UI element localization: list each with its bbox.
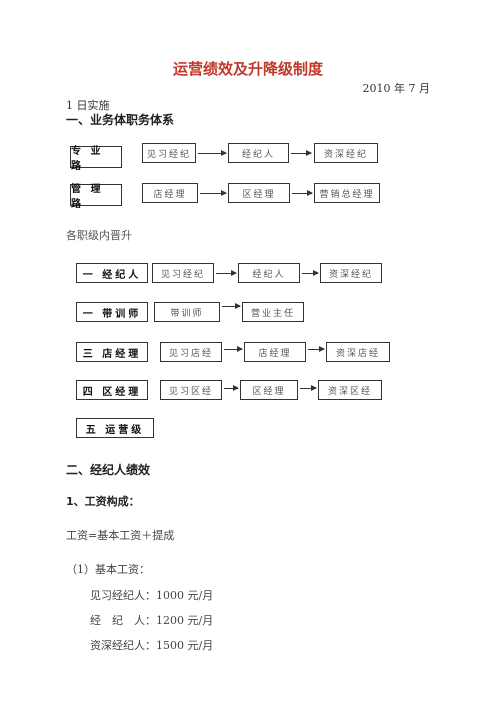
level-area-manager-label: 四 区经理	[76, 380, 148, 400]
node-trainer: 带训师	[154, 302, 220, 322]
salary-agent: 经 纪 人：1200 元/月	[90, 614, 214, 627]
salary-senior: 资深经纪人：1500 元/月	[90, 639, 214, 652]
node-senior-agent: 资深经纪	[320, 263, 382, 283]
salary-formula: 工资=基本工资＋提成	[66, 529, 175, 542]
node-trainee-store-manager: 见习店经	[160, 342, 222, 362]
arrow-right-icon	[222, 303, 241, 309]
level-trainer-label: 一 带训师	[76, 302, 148, 322]
node-business-supervisor: 营业主任	[242, 302, 304, 322]
node-agent: 经纪人	[228, 143, 289, 163]
arrow-right-icon	[200, 190, 227, 196]
section1-heading: 一、业务体职务体系	[66, 113, 175, 127]
date-line: 2010 年 7 月	[362, 82, 430, 95]
node-area-manager: 区经理	[228, 183, 290, 203]
section2-heading: 二、经纪人绩效	[66, 463, 151, 477]
implement-line: 1 日实施	[66, 99, 110, 112]
arrow-right-icon	[308, 346, 325, 352]
node-senior-agent: 资深经纪	[314, 143, 378, 163]
level-agent-label: 一 经纪人	[76, 263, 148, 283]
node-agent: 经纪人	[238, 263, 300, 283]
level-operations-label: 五 运营级	[76, 418, 154, 438]
arrow-right-icon	[224, 346, 243, 352]
node-area-manager: 区经理	[240, 380, 298, 400]
node-senior-area-manager: 资深区经	[318, 380, 382, 400]
node-store-manager: 店经理	[142, 183, 198, 203]
node-sales-gm: 营销总经理	[314, 183, 380, 203]
promotion-heading: 各职级内晋升	[66, 229, 132, 242]
arrow-right-icon	[291, 150, 312, 156]
node-senior-store-manager: 资深店经	[326, 342, 390, 362]
professional-path-label: 专 业 路	[70, 146, 122, 172]
arrow-right-icon	[302, 270, 319, 276]
basic-salary-label: （1）基本工资：	[66, 563, 150, 576]
salary-trainee: 见习经纪人：1000 元/月	[90, 589, 214, 602]
salary-structure-heading: 1、工资构成：	[66, 495, 140, 508]
arrow-right-icon	[198, 150, 227, 156]
level-store-manager-label: 三 店经理	[76, 342, 148, 362]
document-title: 运营绩效及升降级制度	[172, 60, 323, 78]
node-store-manager: 店经理	[244, 342, 306, 362]
node-trainee-agent: 见习经纪	[152, 263, 214, 283]
arrow-right-icon	[292, 190, 313, 196]
management-path-label: 管 理 路	[70, 184, 122, 210]
arrow-right-icon	[216, 270, 237, 276]
node-trainee-area-manager: 见习区经	[160, 380, 222, 400]
arrow-right-icon	[300, 385, 317, 391]
arrow-right-icon	[224, 385, 239, 391]
node-trainee-agent: 见习经纪	[142, 143, 196, 163]
